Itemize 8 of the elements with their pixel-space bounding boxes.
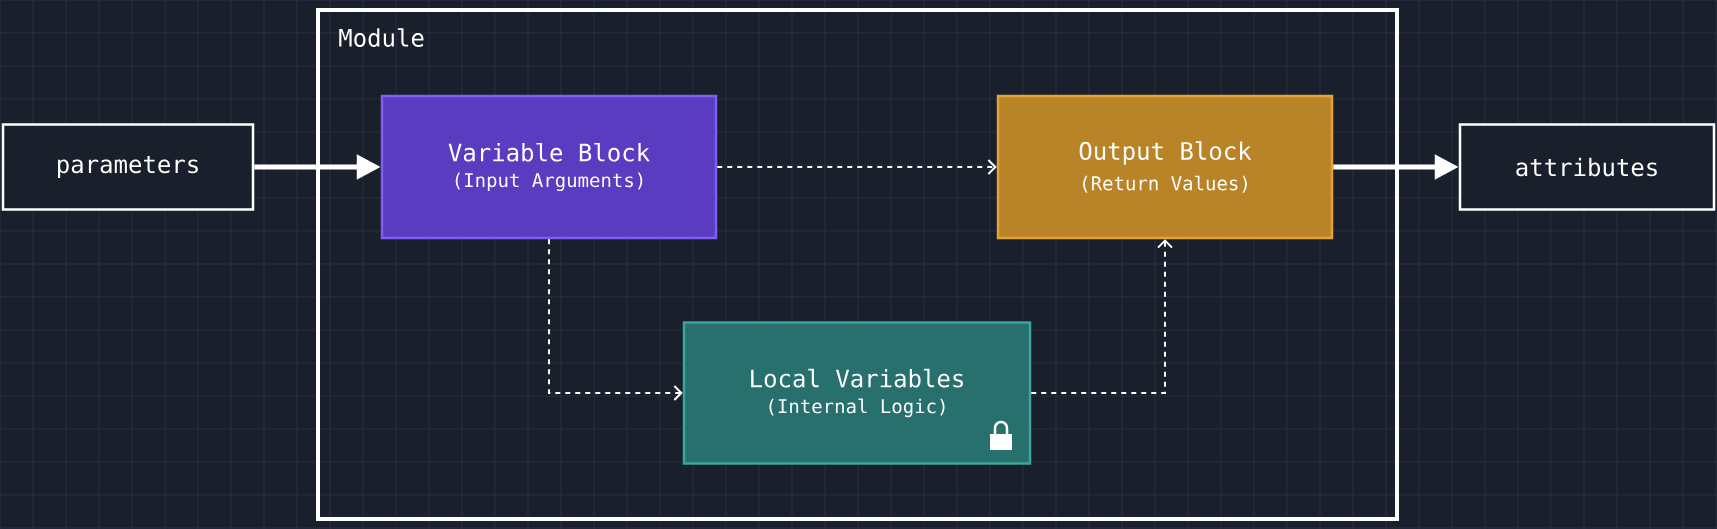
- process-box: Output Block (Return Values): [996, 94, 1334, 240]
- process-box: Variable Block (Input Arguments): [380, 94, 718, 240]
- output-box: attributes: [1458, 123, 1716, 211]
- arrow: [716, 159, 997, 175]
- input-box: parameters: [1, 123, 255, 211]
- process-box: Local Variables (Internal Logic): [682, 321, 1032, 465]
- arrow: [1030, 239, 1173, 394]
- arrow: [548, 238, 683, 401]
